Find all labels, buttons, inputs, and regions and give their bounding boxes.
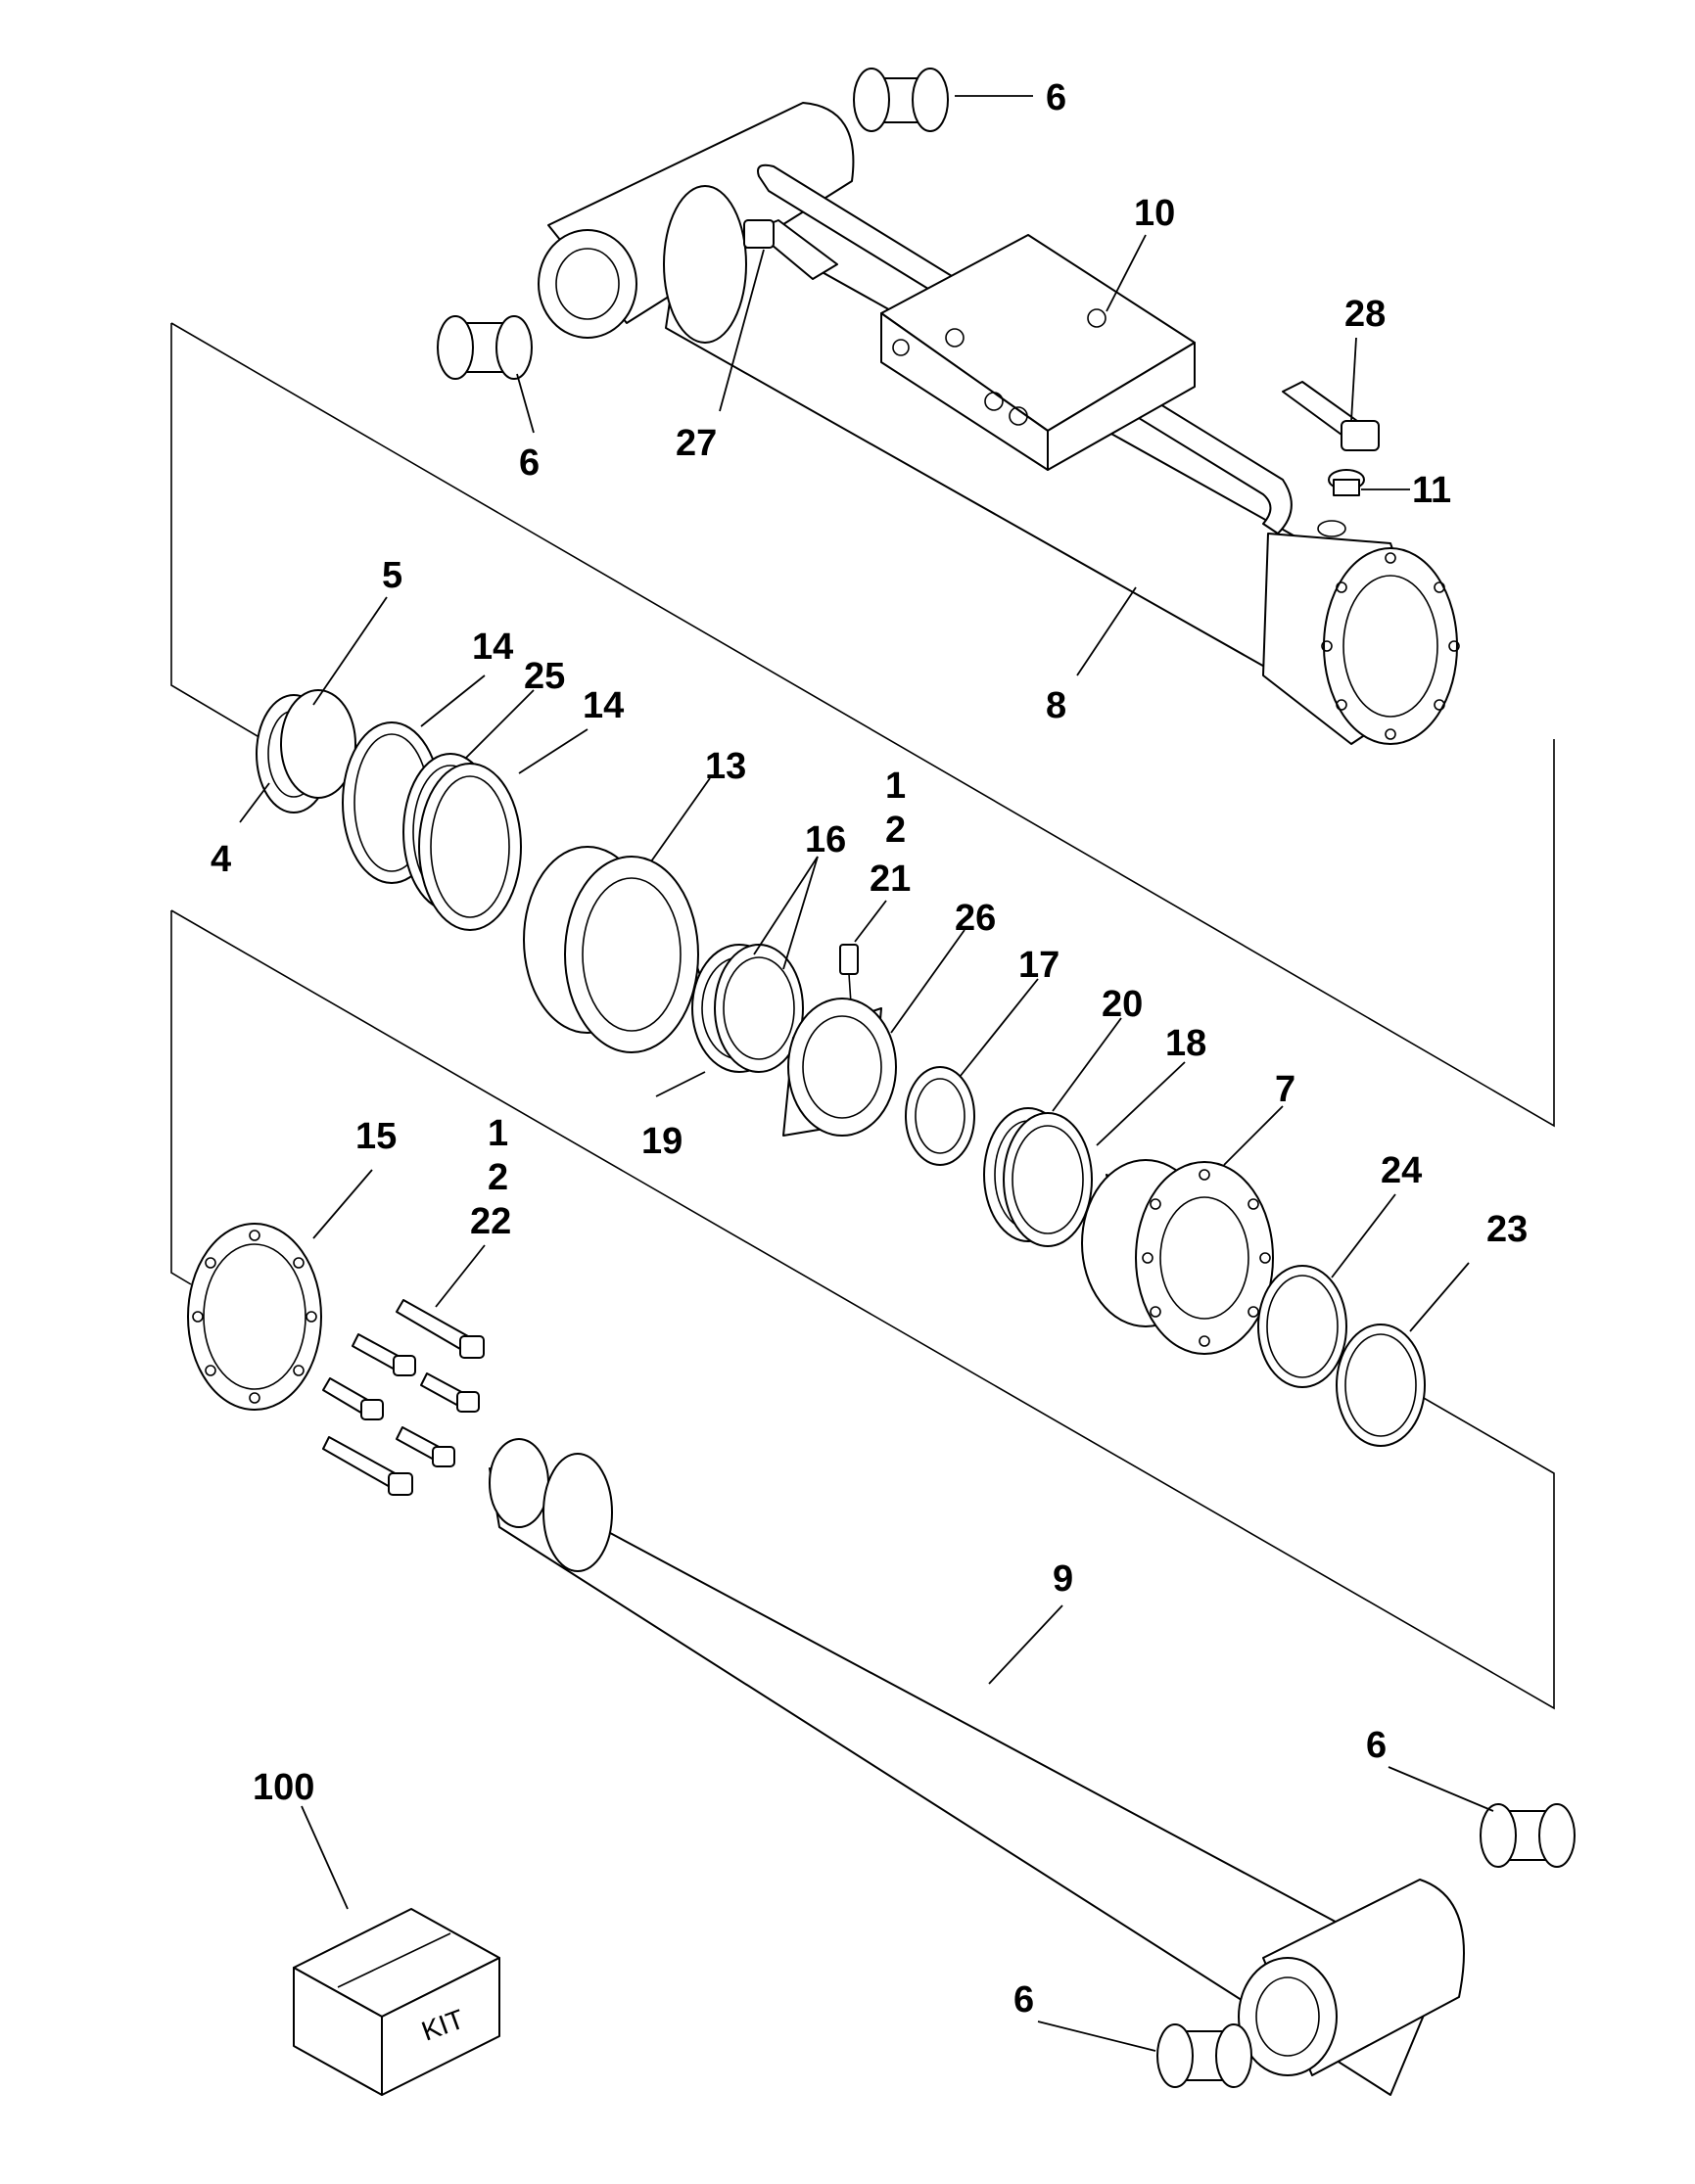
- seal-ring-icon: [983, 1107, 1093, 1247]
- bushing-icon: [1480, 1803, 1576, 1868]
- callout-19: 19: [641, 1121, 683, 1162]
- callout-2: 2: [885, 810, 906, 851]
- callout-27: 27: [676, 423, 717, 464]
- callout-5: 5: [382, 555, 402, 596]
- leader-lines: [239, 95, 1494, 2052]
- seal-ring-icon: [1257, 1265, 1426, 1447]
- bushing-icon: [1156, 2023, 1252, 2088]
- callout-4: 4: [211, 839, 231, 880]
- callout-6: 6: [519, 442, 540, 484]
- flange-gasket-icon: [187, 1223, 322, 1411]
- callout-1: 1: [488, 1113, 508, 1154]
- callout-100: 100: [253, 1767, 314, 1808]
- callout-28: 28: [1344, 294, 1386, 335]
- callout-6: 6: [1013, 1979, 1034, 2021]
- seal-ring-icon: [691, 944, 804, 1073]
- callout-25: 25: [524, 656, 565, 697]
- valve-block-icon: [880, 234, 1196, 471]
- callout-10: 10: [1134, 193, 1175, 234]
- bushing-icon: [905, 1066, 975, 1166]
- assembly-frame-lines: [170, 322, 1555, 1710]
- callout-6: 6: [1046, 77, 1066, 118]
- callout-24: 24: [1381, 1150, 1422, 1191]
- callout-16: 16: [805, 819, 846, 860]
- seal-ring-icon: [342, 721, 522, 931]
- callout-1: 1: [885, 766, 906, 807]
- callout-13: 13: [705, 746, 746, 787]
- callout-15: 15: [355, 1116, 397, 1157]
- kit-box-icon: KIT: [293, 1908, 500, 2096]
- callout-26: 26: [955, 898, 996, 939]
- fitting-28-icon: [1282, 381, 1380, 451]
- callout-11: 11: [1412, 470, 1451, 511]
- callout-23: 23: [1486, 1209, 1528, 1250]
- bushing-icon: [853, 68, 949, 132]
- cap-screw-icon: [322, 1299, 485, 1496]
- callout-labels: 6 10 28 6 27 11 5 8 14 25 14 4 13 1 2 16…: [211, 77, 1528, 2021]
- spacer-icon: [782, 998, 897, 1137]
- callout-17: 17: [1018, 945, 1059, 986]
- callout-21: 21: [870, 859, 911, 900]
- callout-6: 6: [1366, 1725, 1387, 1766]
- callout-7: 7: [1275, 1069, 1295, 1110]
- gland-icon: [1081, 1159, 1274, 1355]
- callout-9: 9: [1053, 1558, 1073, 1600]
- bushing-icon: [437, 315, 533, 380]
- callout-14: 14: [472, 627, 513, 668]
- piston-icon: [523, 846, 706, 1053]
- piston-rod-icon: [489, 1438, 1465, 2096]
- fitting-27-icon: [743, 219, 838, 280]
- plug-11-icon: [1328, 469, 1365, 496]
- callout-20: 20: [1102, 984, 1143, 1025]
- callout-22: 22: [470, 1201, 511, 1242]
- callout-14: 14: [583, 685, 624, 726]
- retainer-ring-icon: [256, 689, 356, 813]
- callout-18: 18: [1165, 1023, 1206, 1064]
- callout-2: 2: [488, 1157, 508, 1198]
- callout-8: 8: [1046, 685, 1066, 726]
